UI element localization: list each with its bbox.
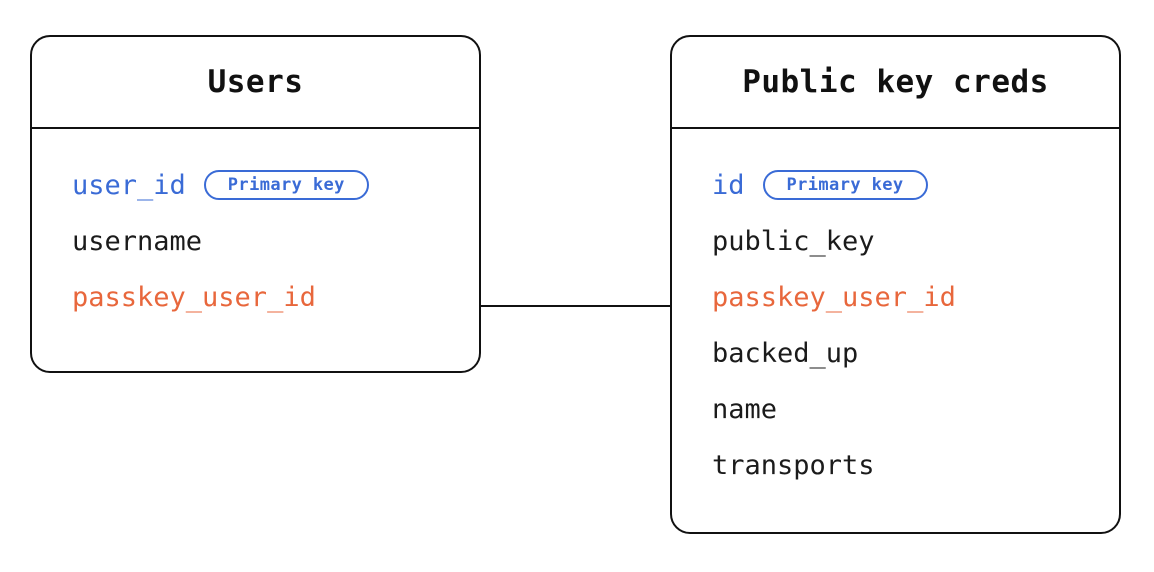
field-row-backed-up[interactable]: backed_up (672, 325, 1119, 381)
field-row-name[interactable]: name (672, 381, 1119, 437)
field-row-passkey-user-id[interactable]: passkey_user_id (672, 269, 1119, 325)
field-row-id[interactable]: id Primary key (672, 157, 1119, 213)
field-name-passkey-user-id: passkey_user_id (72, 281, 316, 313)
field-name-name: name (712, 393, 778, 425)
field-name-public-key: public_key (712, 225, 875, 257)
entity-public-key-creds-header-divider (672, 127, 1119, 129)
entity-public-key-creds-title: Public key creds (742, 64, 1049, 100)
entity-public-key-creds[interactable]: Public key creds id Primary key public_k… (670, 35, 1121, 534)
field-row-username[interactable]: username (32, 213, 479, 269)
field-name-username: username (72, 225, 203, 257)
entity-users-title: Users (207, 64, 304, 100)
field-name-id: id (712, 169, 745, 201)
field-row-public-key[interactable]: public_key (672, 213, 1119, 269)
primary-key-badge: Primary key (203, 170, 369, 200)
primary-key-badge: Primary key (762, 170, 928, 200)
field-row-user-id[interactable]: user_id Primary key (32, 157, 479, 213)
field-row-transports[interactable]: transports (672, 437, 1119, 493)
field-name-backed-up: backed_up (712, 337, 859, 369)
entity-public-key-creds-field-list: id Primary key public_key passkey_user_i… (672, 129, 1119, 493)
field-row-passkey-user-id[interactable]: passkey_user_id (32, 269, 479, 325)
field-name-transports: transports (712, 449, 875, 481)
entity-users[interactable]: Users user_id Primary key username passk… (30, 35, 481, 373)
relationship-connector-line (481, 305, 670, 307)
field-name-passkey-user-id: passkey_user_id (712, 281, 956, 313)
entity-users-field-list: user_id Primary key username passkey_use… (32, 129, 479, 325)
field-name-user-id: user_id (72, 169, 186, 201)
entity-users-header-divider (32, 127, 479, 129)
